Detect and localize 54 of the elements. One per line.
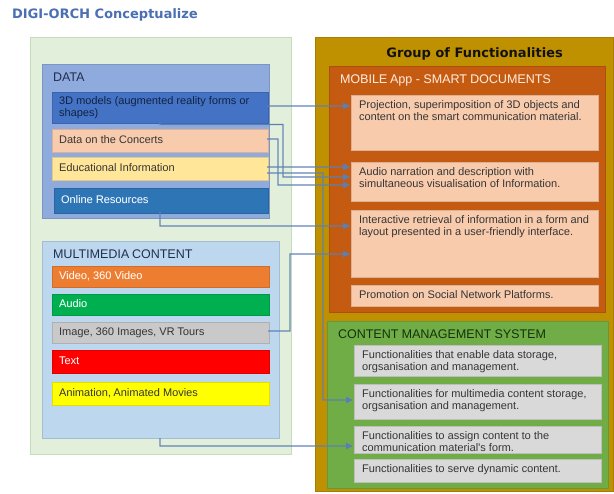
item-label: Online Resources (61, 195, 148, 207)
data-item (54, 188, 269, 214)
item-label: Interactive retrieval of information in a form and layout presented in a user-friendly interface. (359, 215, 590, 238)
item-label: Audio narration and description with simultaneous visualisation of Information. (359, 167, 562, 190)
connector-arrow (267, 138, 350, 188)
group-title: MOBILE App - SMART DOCUMENTS (340, 72, 552, 86)
data-item (52, 157, 269, 181)
group-panel (42, 241, 280, 439)
connector-arrow (159, 438, 353, 450)
function-box (351, 162, 599, 202)
group-panel (327, 321, 609, 489)
function-box (354, 345, 602, 377)
group-title: Group of Functionalities (385, 46, 564, 61)
connector-arrow (267, 164, 350, 170)
function-box (351, 95, 599, 151)
item-label: Text (59, 356, 80, 368)
group-title: CONTENT MANAGEMENT SYSTEM (338, 327, 547, 341)
item-label: Data on the Concerts (59, 135, 163, 147)
item-label: Audio (59, 299, 88, 311)
item-label: Educational Information (59, 163, 175, 175)
item-label: 3D models (augmented reality forms or shapes) (59, 96, 250, 120)
connector-arrow (159, 122, 350, 180)
item-label: Functionalities to assign content to the communication material's form. (362, 431, 550, 454)
function-box (354, 426, 602, 454)
connector-arrow (267, 172, 353, 404)
item-label: Promotion on Social Network Platforms. (359, 290, 554, 302)
item-label: Image, 360 Images, VR Tours (59, 327, 204, 339)
connector-arrow (159, 212, 350, 230)
connector-arrow (268, 250, 350, 332)
data-item (52, 350, 270, 374)
function-box (354, 384, 602, 420)
item-label: Functionalities for multimedia content storage, orgsanisation and management. (362, 389, 588, 412)
function-box (354, 459, 602, 483)
data-item (52, 266, 270, 288)
item-label: Functionalities that enable data storage, orgsanisation and management. (362, 350, 558, 374)
data-item (52, 294, 270, 316)
group-title: MULTIMEDIA CONTENT (53, 247, 194, 261)
item-label: Video, 360 Video (59, 271, 142, 283)
item-label: Functionalities to serve dynamic content. (362, 464, 561, 476)
function-box (351, 285, 599, 307)
function-box (351, 210, 599, 278)
group-panel (315, 37, 614, 492)
diagram-title: DIGI-ORCH Conceptualize (12, 7, 198, 22)
group-title: DATA (53, 70, 86, 84)
panel-background (30, 37, 292, 455)
data-item (52, 322, 270, 344)
group-panel (42, 64, 270, 219)
data-item (52, 92, 269, 124)
data-item (52, 382, 270, 406)
item-label: Projection, superimposition of 3D objects and content on the smart communication material. (359, 100, 583, 124)
item-label: Animation, Animated Movies (59, 388, 198, 400)
data-item (52, 129, 269, 153)
connector-arrow (267, 102, 350, 110)
group-panel (329, 66, 606, 313)
